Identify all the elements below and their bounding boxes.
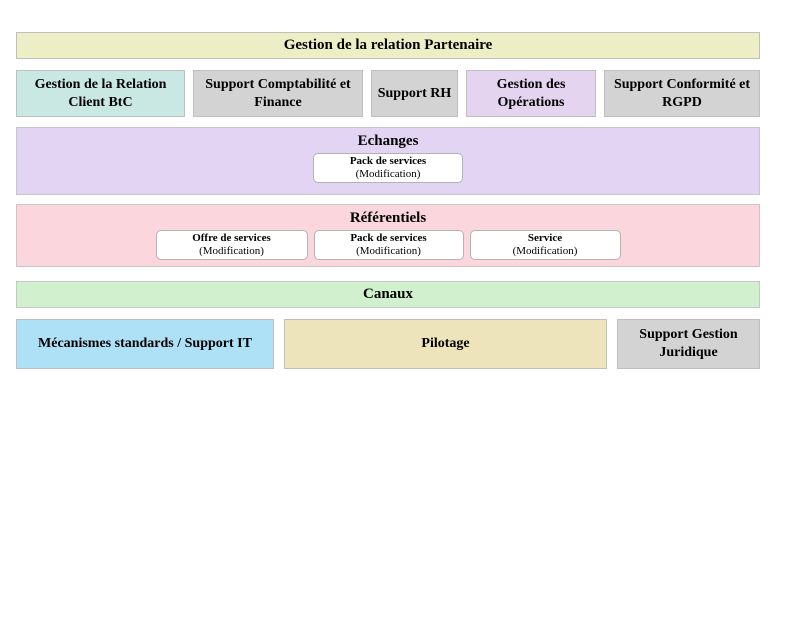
capability-map: Gestion de la relation Partenaire Gestio… <box>16 32 760 369</box>
service-box-service[interactable]: Service (Modification) <box>469 230 621 260</box>
bottom-row: Mécanismes standards / Support IT Pilota… <box>16 319 760 369</box>
echanges-service-row: Pack de services (Modification) <box>17 153 759 183</box>
service-box-name: Pack de services <box>349 155 427 167</box>
service-box-qualifier: (Modification) <box>356 245 421 257</box>
partner-relation-banner: Gestion de la relation Partenaire <box>16 32 760 59</box>
service-box-qualifier: (Modification) <box>199 245 264 257</box>
capability-block-support-rh: Support RH <box>371 70 458 117</box>
capability-block-gestion-des-operations: Gestion des Opérations <box>466 70 596 117</box>
block-mecanismes-standards-support-it: Mécanismes standards / Support IT <box>16 319 274 369</box>
service-box-offre-de-services[interactable]: Offre de services (Modification) <box>155 230 308 260</box>
capability-row: Gestion de la Relation Client BtC Suppor… <box>16 70 760 117</box>
canaux-bar: Canaux <box>16 281 760 308</box>
service-box-pack-de-services-referentiels[interactable]: Pack de services (Modification) <box>313 230 464 260</box>
echanges-section: Echanges Pack de services (Modification) <box>16 127 760 195</box>
service-box-name: Offre de services <box>192 232 271 244</box>
block-support-gestion-juridique: Support Gestion Juridique <box>617 319 760 369</box>
capability-block-gestion-relation-client-btc: Gestion de la Relation Client BtC <box>16 70 185 117</box>
service-box-qualifier: (Modification) <box>512 245 578 257</box>
service-box-qualifier: (Modification) <box>355 168 421 180</box>
referentiels-section-title: Référentiels <box>349 210 427 226</box>
service-box-name: Service <box>527 232 563 244</box>
capability-block-support-conformite-rgpd: Support Conformité et RGPD <box>604 70 760 117</box>
echanges-section-title: Echanges <box>357 133 419 149</box>
block-pilotage: Pilotage <box>284 319 607 369</box>
service-box-pack-de-services-echanges[interactable]: Pack de services (Modification) <box>313 153 463 183</box>
referentiels-service-row: Offre de services (Modification) Pack de… <box>17 230 759 260</box>
service-box-name: Pack de services <box>350 232 427 244</box>
capability-block-support-comptabilite-finance: Support Comptabilité et Finance <box>193 70 363 117</box>
referentiels-section: Référentiels Offre de services (Modifica… <box>16 204 760 267</box>
